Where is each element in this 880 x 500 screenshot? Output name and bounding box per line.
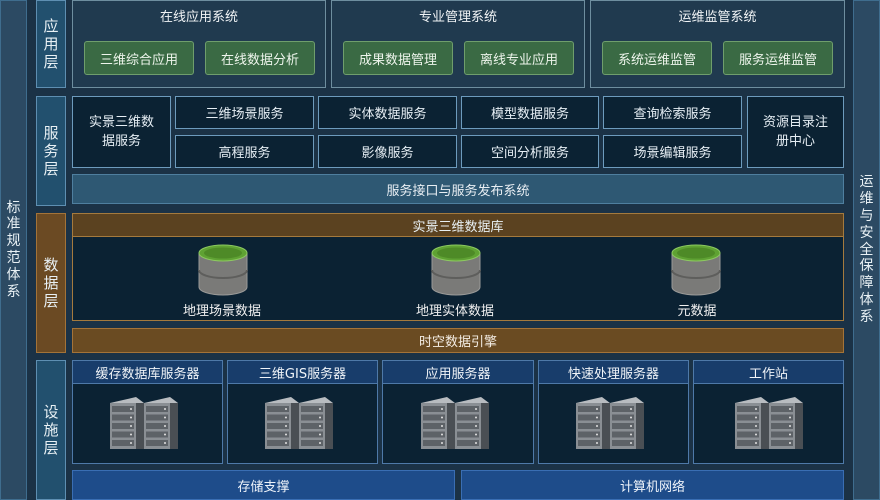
app-group-title: 在线应用系统 <box>159 9 238 25</box>
rack-fast-processing-icon <box>574 393 654 455</box>
app-item-service-ops[interactable]: 服务运维监管 <box>723 41 833 75</box>
app-group-ops-monitor: 运维监管系统 系统运维监管 服务运维监管 <box>590 0 845 88</box>
layer-label-data: 数据层 <box>36 213 66 353</box>
service-reality-3d-data[interactable]: 实景三维数据服务 <box>72 96 171 168</box>
service-imagery[interactable]: 影像服务 <box>318 135 457 168</box>
server-title: 缓存数据库服务器 <box>73 361 222 384</box>
rack-workstation-icon <box>733 393 813 455</box>
app-group-professional: 专业管理系统 成果数据管理 离线专业应用 <box>331 0 585 88</box>
app-group-online: 在线应用系统 三维综合应用 在线数据分析 <box>72 0 326 88</box>
service-entity-data[interactable]: 实体数据服务 <box>318 96 457 129</box>
db-caption-geo-entity: 地理实体数据 <box>415 303 494 319</box>
app-item-online-analysis[interactable]: 在线数据分析 <box>205 41 315 75</box>
layer-label-app: 应用层 <box>36 0 66 88</box>
db-geo-scene-icon <box>197 243 249 297</box>
app-item-3d-integrated[interactable]: 三维综合应用 <box>84 41 194 75</box>
service-label: 实景三维数据服务 <box>88 114 154 150</box>
rack-3d-gis-icon <box>263 393 343 455</box>
db-geo-entity-icon <box>430 243 482 297</box>
app-item-result-data-mgmt[interactable]: 成果数据管理 <box>343 41 453 75</box>
rack-cache-db-icon <box>108 393 188 455</box>
standards-system-label: 标准规范体系 <box>6 199 21 300</box>
computer-network-bar[interactable]: 计算机网络 <box>461 470 844 500</box>
database-title: 实景三维数据库 <box>73 214 843 237</box>
server-title: 快速处理服务器 <box>539 361 688 384</box>
service-spatial-analysis[interactable]: 空间分析服务 <box>461 135 599 168</box>
right-side-panel: 运维与安全保障体系 <box>853 0 880 500</box>
storage-support-bar[interactable]: 存储支撑 <box>72 470 455 500</box>
server-title: 应用服务器 <box>383 361 533 384</box>
service-label: 资源目录注册中心 <box>762 114 828 150</box>
service-resource-catalog[interactable]: 资源目录注册中心 <box>747 96 844 168</box>
db-caption-geo-scene: 地理场景数据 <box>182 303 261 319</box>
app-item-offline-professional[interactable]: 离线专业应用 <box>464 41 574 75</box>
spatiotemporal-engine-bar[interactable]: 时空数据引擎 <box>72 328 844 353</box>
left-side-panel: 标准规范体系 <box>0 0 27 500</box>
ops-security-label: 运维与安全保障体系 <box>859 174 874 325</box>
db-caption-metadata: 元数据 <box>677 303 717 319</box>
layer-label-service: 服务层 <box>36 96 66 206</box>
service-elevation[interactable]: 高程服务 <box>175 135 314 168</box>
service-3d-scene[interactable]: 三维场景服务 <box>175 96 314 129</box>
db-metadata-icon <box>670 243 722 297</box>
app-item-system-ops[interactable]: 系统运维监管 <box>602 41 712 75</box>
server-title: 三维GIS服务器 <box>228 361 377 384</box>
service-interface-bar[interactable]: 服务接口与服务发布系统 <box>72 174 844 204</box>
server-title: 工作站 <box>694 361 843 384</box>
app-group-title: 运维监管系统 <box>678 9 757 25</box>
rack-application-icon <box>419 393 499 455</box>
service-query-search[interactable]: 查询检索服务 <box>603 96 742 129</box>
service-scene-editing[interactable]: 场景编辑服务 <box>603 135 742 168</box>
service-model-data[interactable]: 模型数据服务 <box>461 96 599 129</box>
layer-label-facility: 设施层 <box>36 360 66 500</box>
app-group-title: 专业管理系统 <box>418 9 497 25</box>
